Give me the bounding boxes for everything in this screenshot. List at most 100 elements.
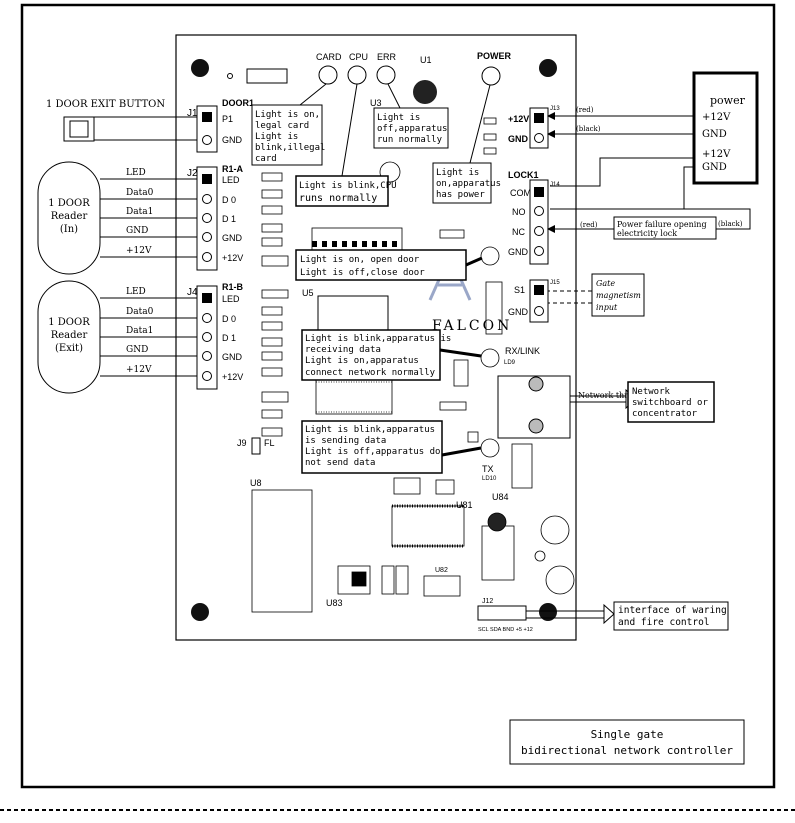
j1-connector: J1 P1 GND [187,105,243,153]
switch-line-1: Network [632,387,671,397]
j2-label: J2 [187,168,198,179]
label-u82: U82 [435,567,448,574]
j1-pin-p1: P1 [222,114,233,124]
network-thread-label: Network thread [578,391,643,400]
ps-12v-2: +12V [702,149,731,160]
annotation-power-led: Light is on,apparatus has power [432,84,501,204]
annotation-rx-link: Light is blink,apparatus is receiving da… [301,329,482,381]
title-box: Single gate bidirectional network contro… [509,719,745,765]
relay-note-2: Light is off,close door [300,268,425,278]
label-u3: U3 [370,98,382,108]
card-led [318,65,338,85]
reader-exit-wire-12v: +12V [126,365,152,375]
card-note-4: blink,illegal [255,143,325,153]
j2-connector: J2 R1-A LED D 0 D 1 GND +12V [187,164,244,271]
j4-pin-led: LED [222,294,240,304]
reader-in-line1: 1 DOOR [48,198,90,209]
wire-red-2: (red) [580,221,598,229]
mount-hole-tl [191,59,209,77]
label-u1: U1 [420,55,432,65]
exit-button-label: 1 DOOR EXIT BUTTON [46,99,165,110]
label-err: ERR [377,52,397,62]
j1-pin-gnd: GND [222,135,243,145]
lock-line-2: electricity lock [617,229,677,238]
j14-pin-gnd: GND [508,247,529,257]
j4-pin-gnd: GND [222,352,243,362]
j14-connector: LOCK1 J14 COM NO NC GND [508,170,560,265]
err-note-1: Light is [377,113,420,123]
j4-header: R1-B [222,282,244,292]
tx-note-2: is sending data [305,436,386,446]
board-text: U5 U8 U81 U82 U83 U84 RX/LINK LD9 TX LD1… [237,288,540,633]
rx-note-4: connect network normally [305,368,436,378]
reader-exit-wire-led: LED [126,287,146,297]
label-u8: U8 [250,478,262,488]
j13-connector: J13 +12V GND [508,106,560,149]
power-supply: power +12V GND +12V GND (red) (black) [547,71,759,210]
label-tx: TX [482,464,494,474]
watermark-falcon: FALCON [432,318,512,334]
ps-12v-1: +12V [702,112,731,123]
j13-pin-12v: +12V [508,114,529,124]
tx-note-1: Light is blink,apparatus [305,425,435,435]
j2-pin-led: LED [222,175,240,185]
power-supply-title: power [710,94,746,107]
j13-pin-gnd: GND [508,134,529,144]
j2-pin-12v: +12V [222,253,243,263]
lock-line-1: Power failure opening [617,220,707,229]
outer-frame [20,3,776,789]
label-ld10: LD10 [482,476,497,482]
gate-line-2: magnetism [596,291,641,300]
j12-connector [477,605,527,621]
top-led-group: CARD CPU ERR U1 POWER U3 DOOR1 [222,51,512,108]
reader-exit-line1: 1 DOOR [48,317,90,328]
reader-exit-wire-data1: Data1 [126,326,153,336]
exit-button-icon [63,116,95,142]
err-led [376,65,396,85]
j9-label: J9 [237,438,247,448]
j15-pin-gnd: GND [508,307,529,317]
annotation-cpu-led: Light is blink,CPU runs normally [295,83,397,207]
j14-pin-nc: NC [512,227,525,237]
label-u5: U5 [302,288,314,298]
j2-pin-gnd: GND [222,233,243,243]
annotation-tx: Light is blink,apparatus is sending data… [301,420,482,474]
j4-pin-d0: D 0 [222,314,236,324]
label-u81: U81 [456,500,473,510]
alarm-line-2: and fire control [618,617,710,628]
j9-fl-label: FL [264,438,275,448]
reader-in-wire-data0: Data0 [126,188,154,198]
power-note-3: has power [436,190,485,200]
wire-black-2: (black) [718,220,743,228]
gate-line-3: input [596,303,618,312]
reader-exit-wire-gnd: GND [126,345,148,355]
reader-in-wire-data1: Data1 [126,207,153,217]
label-card: CARD [316,52,342,62]
switch-line-3: concentrator [632,409,698,419]
chip-pins [312,241,464,548]
title-line-2: bidirectional network controller [521,744,733,757]
title-line-1: Single gate [591,728,664,741]
j2-header: R1-A [222,164,244,174]
rx-note-2: receiving data [305,345,381,355]
reader-in: 1 DOOR Reader (In) LED Data0 Data1 GND +… [37,161,197,275]
j14-header: LOCK1 [508,170,539,180]
j15-pin-s1: S1 [514,285,525,295]
tx-note-3: Light is off,apparatus do [305,447,440,457]
label-u84: U84 [492,492,509,502]
tx-note-4: not send data [305,458,375,468]
mount-hole-br [539,603,557,621]
power-led [481,66,501,86]
exit-button-group: 1 DOOR EXIT BUTTON [46,99,197,142]
label-door1: DOOR1 [222,98,254,108]
reader-exit-line3: (Exit) [55,343,83,354]
reader-in-line2: Reader [51,211,88,222]
label-ld9: LD9 [504,360,516,366]
label-cpu: CPU [349,52,368,62]
j2-pin-d1: D 1 [222,214,236,224]
relay-note-1: Light is on, open door [300,255,420,265]
wire-black-1: (black) [576,125,601,133]
j1-label: J1 [187,108,198,119]
relay-led [480,246,500,266]
buzzer-u1 [413,80,437,104]
